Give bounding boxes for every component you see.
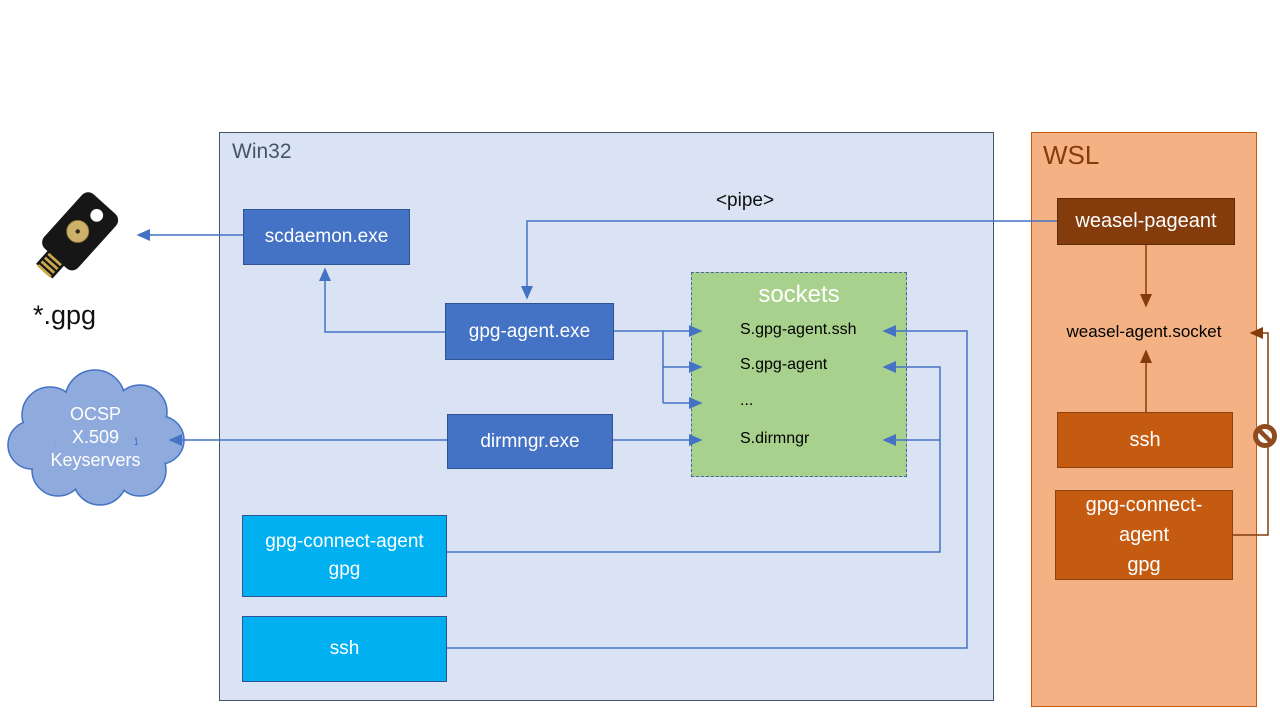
node-wsl-ssh: ssh [1057, 412, 1233, 468]
wsl-gpg-connect-label-line1: gpg-connect- [1085, 494, 1203, 516]
node-scdaemon-label: scdaemon.exe [264, 226, 389, 248]
node-dirmngr: dirmngr.exe [447, 414, 613, 469]
socket-item-ellipsis: ... [740, 392, 754, 409]
keyservers-cloud-label: OCSP X.509 Keyservers [18, 403, 173, 472]
cloud-label-line3: Keyservers [50, 450, 141, 470]
ssh-to-socket-ssh [447, 325, 968, 649]
socket-item-dirmngr: S.dirmngr [740, 430, 810, 447]
node-win32-gpg-connect-agent: gpg-connect-agent gpg [242, 515, 447, 597]
weasel-agent-socket-label: weasel-agent.socket [1066, 322, 1222, 341]
wsl-region-label: WSL [1043, 140, 1100, 170]
sockets-region [691, 272, 907, 477]
win32-ssh-label: ssh [329, 638, 360, 660]
wsl-gpg-connect-label-line2: agent [1118, 524, 1170, 546]
win32-region-label: Win32 [232, 140, 292, 163]
cloud-icon [7, 369, 185, 506]
gpg-connect-agent-label-line1: gpg-connect-agent [265, 531, 424, 553]
node-dirmngr-label: dirmngr.exe [480, 430, 580, 452]
node-wsl-gpg-connect-agent: gpg-connect- agent gpg [1055, 490, 1233, 580]
yubikey-icon [36, 192, 119, 279]
sockets-title: sockets [758, 281, 840, 308]
cloud-label-line1: OCSP [69, 404, 121, 424]
cloud-label-line2: X.509 [71, 427, 120, 447]
gpg-connect-agent-label-line2: gpg [328, 559, 361, 580]
socket-item-gpg-agent-ssh: S.gpg-agent.ssh [740, 321, 857, 338]
gpg-files-label: *.gpg [33, 300, 97, 330]
node-gpg-agent: gpg-agent.exe [445, 303, 614, 360]
gpg-agent-to-scdaemon [319, 267, 445, 333]
gpg-connect-to-socket-agent [447, 361, 941, 553]
node-gpg-agent-label: gpg-agent.exe [468, 320, 591, 342]
node-scdaemon: scdaemon.exe [243, 209, 410, 265]
socket-item-gpg-agent: S.gpg-agent [740, 356, 828, 373]
node-win32-ssh: ssh [242, 616, 447, 682]
pipe-connector [521, 220, 1057, 300]
pipe-annotation: <pipe> [715, 190, 775, 211]
wsl-gpg-connect-label-line3: gpg [1127, 554, 1161, 576]
no-entry-icon [1253, 424, 1277, 448]
weasel-pageant-label: weasel-pageant [1075, 210, 1217, 232]
node-weasel-pageant: weasel-pageant [1057, 198, 1235, 245]
wsl-ssh-label: ssh [1129, 428, 1161, 451]
